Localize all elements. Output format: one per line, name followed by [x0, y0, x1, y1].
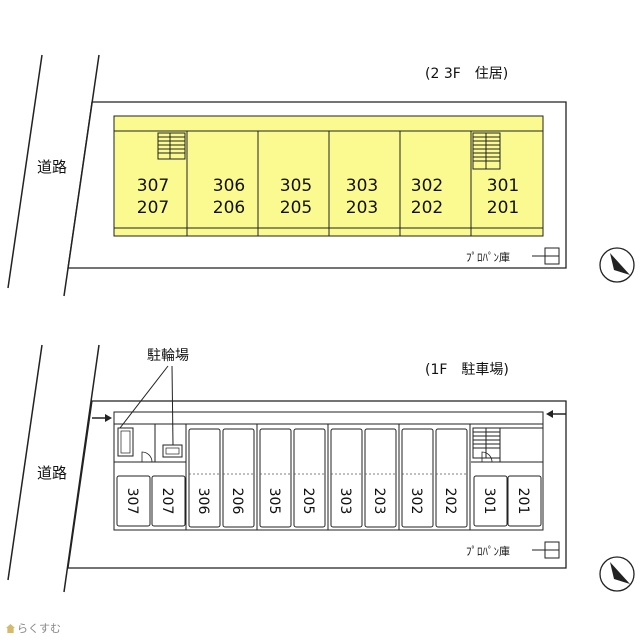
entrance-arrow-right-icon	[546, 410, 566, 418]
unit-label-bottom: 205	[280, 198, 312, 218]
lower-plan: 道路 (1F 駐車場) 駐輪場	[7, 344, 635, 593]
site-boundary	[67, 101, 567, 269]
leader-line	[171, 365, 174, 446]
unit-label-bottom: 201	[487, 198, 519, 218]
propane-label: ﾌﾟﾛﾊﾟﾝ庫	[466, 250, 510, 264]
bay-label: 305	[266, 488, 282, 515]
road-label: 道路	[37, 158, 67, 176]
bay-label: 301	[481, 488, 497, 515]
propane-label: ﾌﾟﾛﾊﾟﾝ庫	[466, 544, 510, 558]
unit-label-top: 301	[487, 176, 519, 196]
parking-bay	[116, 475, 151, 527]
parking-bay	[151, 475, 186, 527]
stairs-right	[472, 132, 501, 170]
bay-label: 303	[337, 488, 353, 515]
bay-label: 203	[371, 488, 387, 515]
propane-storage-icon	[532, 247, 560, 265]
floor-heading: (1F 駐車場)	[425, 361, 509, 378]
road-edge-line	[7, 344, 43, 581]
watermark: らくすむ	[6, 620, 61, 636]
bike-parking-label: 駐輪場	[147, 347, 189, 364]
door-swing	[141, 451, 153, 463]
unit-label-top: 306	[213, 176, 245, 196]
unit-label-top: 303	[346, 176, 378, 196]
house-icon	[6, 624, 15, 633]
bay-label: 302	[408, 488, 424, 515]
parking-bay	[507, 475, 542, 527]
floor-heading: (2 3F 住居)	[425, 66, 508, 82]
propane-storage-icon	[532, 541, 560, 559]
north-arrow-icon	[599, 556, 635, 592]
bay-label: 306	[195, 488, 211, 515]
storage-room	[499, 427, 544, 463]
watermark-text: らくすむ	[17, 622, 61, 635]
site-boundary	[67, 400, 567, 569]
bay-label: 201	[515, 488, 531, 515]
unit-label-top: 307	[137, 176, 169, 196]
unit-label-bottom: 207	[137, 198, 169, 218]
parking-bay	[473, 475, 508, 527]
upper-plan: 道路 (2 3F 住居)	[7, 54, 635, 297]
road-label: 道路	[37, 464, 67, 482]
road-edge-line	[7, 54, 43, 289]
bay-label: 202	[442, 488, 458, 515]
bay-label: 307	[124, 488, 140, 515]
unit-label-top: 305	[280, 176, 312, 196]
stairs-lower	[472, 427, 501, 459]
leader-line	[119, 365, 169, 429]
bay-label: 207	[159, 488, 175, 515]
unit-label-bottom: 203	[346, 198, 378, 218]
bike-rack	[117, 427, 134, 457]
unit-label-top: 302	[411, 176, 443, 196]
bay-label: 206	[229, 488, 245, 515]
entrance-arrow-left-icon	[92, 414, 112, 422]
bay-label: 205	[300, 488, 316, 515]
unit-label-bottom: 202	[411, 198, 443, 218]
stairs-left	[157, 132, 186, 160]
north-arrow-icon	[599, 247, 635, 283]
unit-label-bottom: 206	[213, 198, 245, 218]
